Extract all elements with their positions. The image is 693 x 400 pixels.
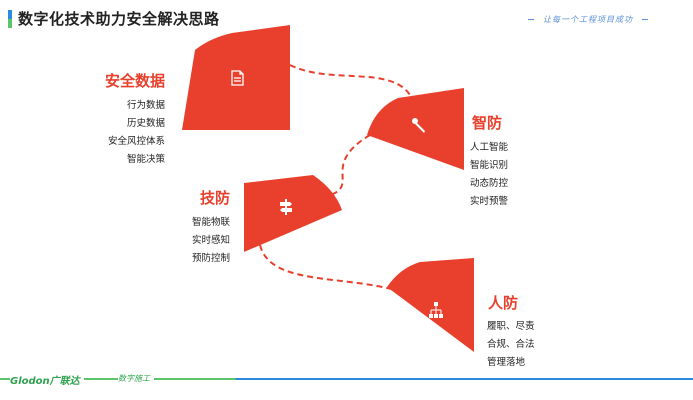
node-items-智防: 人工智能 智能识别 动态防控 实时预警: [470, 139, 508, 211]
node-items-技防: 智能物联 实时感知 预防控制: [160, 214, 230, 268]
connector-1: [289, 64, 411, 96]
brand-logo: Glodon广联达: [10, 372, 84, 387]
node-heading-人防: 人防: [488, 294, 519, 312]
footer-rule: [0, 378, 693, 380]
title-bar: 数字化技术助力安全解决思路: [8, 8, 220, 29]
node-item: 智能物联: [191, 217, 230, 228]
node-heading-安全数据: 安全数据: [104, 72, 165, 90]
node-heading-智防: 智防: [472, 114, 503, 132]
signpost-icon: [280, 199, 292, 215]
node-item: 预防控制: [191, 253, 230, 264]
org-chart-icon: [429, 302, 443, 318]
node-items-人防: 履职、尽责 合规、合法 管理落地: [487, 318, 535, 372]
node-item: 实时感知: [191, 235, 230, 246]
slogan-rule-right: [642, 19, 648, 20]
node-shape-技防: [244, 175, 342, 252]
node-item: 智能决策: [126, 154, 165, 165]
node-item: 人工智能: [470, 142, 509, 153]
node-item: 智能识别: [470, 160, 509, 171]
node-shape-智防: [367, 88, 464, 170]
node-item: 实时预警: [470, 196, 509, 207]
brand-subtitle: 数字施工: [118, 373, 154, 384]
slogan-rule-left: [528, 19, 534, 20]
node-item: 合规、合法: [487, 339, 535, 350]
node-item: 安全风控体系: [107, 136, 165, 147]
node-item: 行为数据: [126, 100, 165, 111]
node-item: 历史数据: [126, 118, 165, 129]
connector-2: [329, 134, 371, 196]
wrench-icon: [412, 118, 425, 133]
node-item: 履职、尽责: [487, 321, 535, 332]
slogan: 让每一个工程项目成功: [543, 15, 633, 24]
connector-3: [259, 244, 396, 291]
title-accent-bar: [8, 9, 12, 28]
node-item: 动态防控: [470, 178, 509, 189]
node-shape-人防: [387, 258, 474, 352]
node-heading-技防: 技防: [199, 189, 230, 207]
node-item: 管理落地: [487, 357, 526, 368]
document-icon: [231, 70, 244, 86]
node-items-安全数据: 行为数据 历史数据 安全风控体系 智能决策: [70, 97, 165, 169]
page-title: 数字化技术助力安全解决思路: [18, 10, 220, 28]
